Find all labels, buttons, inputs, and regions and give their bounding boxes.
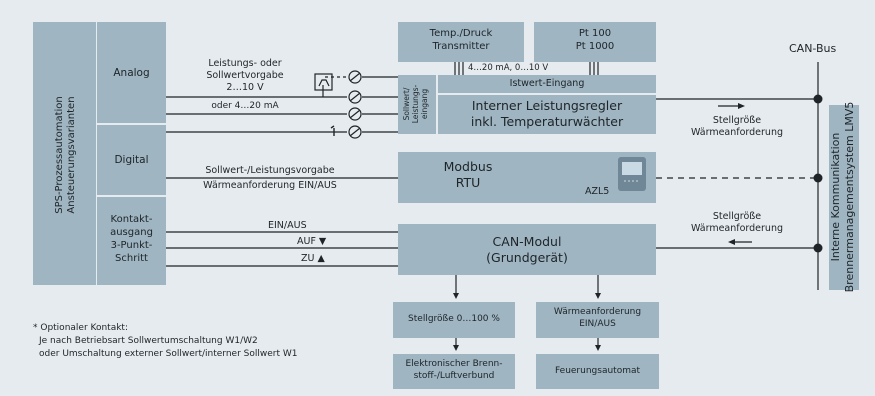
footnote-line1: * Optionaler Kontakt: (33, 323, 128, 333)
stellgroesse-output-box (393, 302, 515, 338)
stell-bottom-line2: Wärmeanforderung (690, 223, 784, 234)
analog-signal-alt: oder 4…20 mA (211, 101, 279, 111)
digital-category-box (97, 125, 166, 195)
contact-label-line2: ausgang (110, 227, 153, 238)
input-label: Sollwert/ Leistungs- eingang (402, 74, 432, 134)
stell-top-line2: Wärmeanforderung (690, 127, 784, 138)
can-module-line1: CAN-Modul (492, 234, 562, 249)
istwert-input-box (438, 75, 656, 93)
contact-label: Kontakt- ausgang 3-Punkt- Schritt (97, 213, 166, 265)
contact-label-line3: 3-Punkt- (110, 240, 153, 251)
internal-communication-bar (829, 105, 859, 290)
footnote-line2: Je nach Betriebsart Sollwertumschaltung … (39, 336, 258, 346)
regulator-line1: Interner Leistungsregler (471, 98, 623, 113)
contact-category-box (97, 197, 166, 285)
can-module-line2: (Grundgerät) (486, 250, 568, 265)
stell-bottom-line1: Stellgröße (712, 211, 762, 222)
waerme-output-box (536, 302, 659, 338)
modbus-line1: Modbus (443, 159, 493, 174)
stell-bottom-label: Stellgröße Wärmeanforderung (677, 211, 797, 235)
pt-sensor-box (534, 22, 656, 62)
sps-title-line2: Ansteuerungsvarianten (66, 96, 77, 214)
feuerung-box (536, 354, 659, 389)
sps-column-box (33, 22, 96, 285)
azl5-label: AZL5 (585, 186, 610, 197)
analog-signal-line1: Leistungs- oder (208, 58, 282, 69)
modbus-label: Modbus RTU (398, 159, 538, 191)
stellgroesse-label: Stellgröße 0…100 % (408, 314, 500, 324)
lmv5-line2: Brennermanagementsystem LMV5 (843, 101, 856, 293)
analog-signal-text: Leistungs- oder Sollwertvorgabe 2…10 V (190, 58, 300, 94)
transmitter-box (398, 22, 524, 62)
analog-signal-line2: Sollwertvorgabe (206, 70, 284, 81)
transmitter-label: Temp./Druck Transmitter (398, 27, 524, 53)
waerme-output-line2: EIN/AUS (579, 319, 616, 329)
verbund-label: Elektronischer Brenn- stoff-/Luftverbund (393, 358, 515, 382)
digital-signal-line1: Sollwert-/Leistungsvorgabe (205, 165, 335, 176)
can-module-label: CAN-Modul (Grundgerät) (398, 234, 656, 266)
lmv5-vertical-label: Interne Kommunikation Brennermanagements… (829, 97, 859, 297)
regulator-label: Interner Leistungsregler inkl. Temperatu… (438, 98, 656, 130)
regulator-line2: inkl. Temperaturwächter (470, 114, 624, 129)
stell-top-line1: Stellgröße (712, 115, 762, 126)
input-label-box (398, 75, 436, 134)
input-label-line2: Leistungs- (411, 84, 420, 124)
analog-label: Analog (113, 67, 150, 79)
contact-label-line4: Schritt (115, 253, 148, 264)
digital-label: Digital (114, 154, 149, 166)
ein-aus-label: EIN/AUS (268, 220, 307, 231)
signal-range-label: 4…20 mA, 0…10 V (468, 63, 549, 73)
waerme-output-line1: Wärmeanforderung (553, 307, 642, 317)
pt-line2: Pt 1000 (575, 41, 615, 52)
feuerung-label: Feuerungsautomat (554, 366, 641, 376)
contact-label-line1: Kontakt- (110, 214, 153, 225)
analog-category-box (97, 22, 166, 123)
internal-regulator-box (438, 95, 656, 134)
pt-sensor-label: Pt 100 Pt 1000 (534, 27, 656, 53)
sps-title: SPS-Prozessautomation Ansteuerungsvarian… (54, 55, 78, 255)
zu-label: ZU ▲ (301, 253, 325, 264)
analog-signal-line3: 2…10 V (226, 82, 264, 93)
input-label-line3: eingang (420, 88, 429, 120)
verbund-line2: stoff-/Luftverbund (413, 371, 495, 381)
istwert-label: Istwert-Eingang (509, 78, 585, 89)
pt-line1: Pt 100 (578, 28, 612, 39)
footnote-line3: oder Umschaltung externer Sollwert/inter… (39, 349, 298, 359)
sps-title-line1: SPS-Prozessautomation (54, 96, 65, 214)
verbund-line1: Elektronischer Brenn- (405, 359, 503, 369)
verbund-box (393, 354, 515, 389)
azl5-device-icon (618, 157, 646, 191)
lmv5-line1: Interne Kommunikation (829, 132, 842, 262)
can-bus-label: CAN-Bus (789, 42, 837, 55)
transmitter-line2: Transmitter (432, 41, 490, 52)
can-module-box (398, 224, 656, 275)
auf-label: AUF ▼ (297, 236, 327, 247)
input-label-line1: Sollwert/ (402, 87, 411, 121)
stell-top-label: Stellgröße Wärmeanforderung (677, 115, 797, 139)
transmitter-line1: Temp./Druck (429, 28, 493, 39)
digital-signal-line2: Wärmeanforderung EIN/AUS (203, 180, 337, 191)
waerme-output-label: Wärmeanforderung EIN/AUS (536, 306, 659, 330)
footnote: * Optionaler Kontakt: Je nach Betriebsar… (33, 322, 297, 361)
modbus-box (398, 152, 656, 203)
modbus-line2: RTU (455, 175, 481, 190)
